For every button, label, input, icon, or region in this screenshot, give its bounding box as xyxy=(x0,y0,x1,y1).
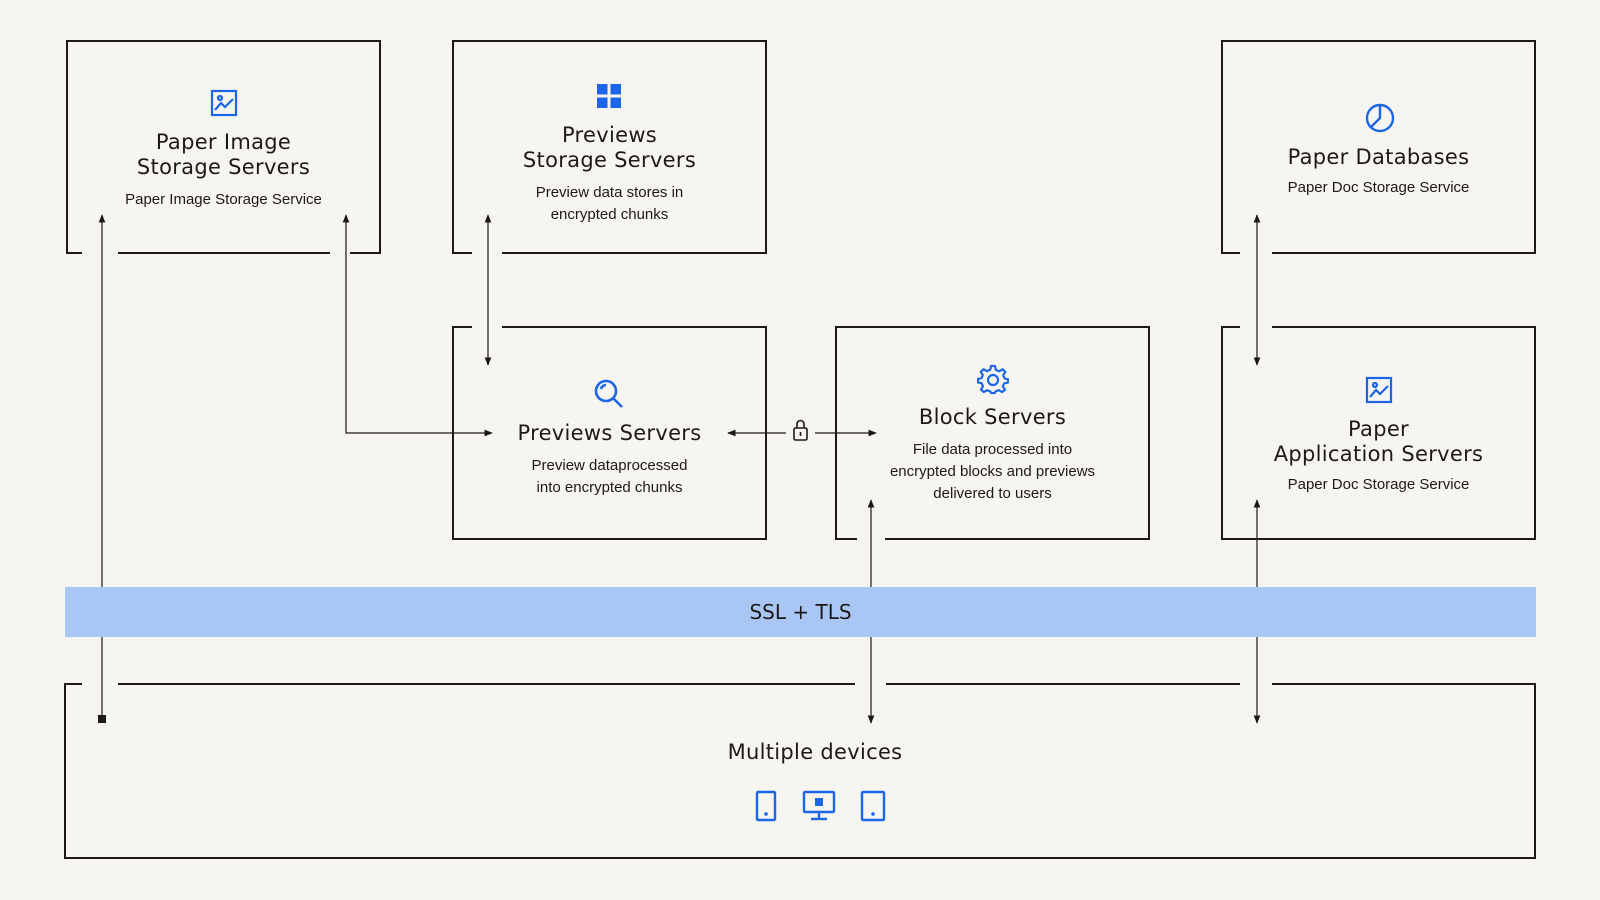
pie-chart-icon xyxy=(1365,103,1395,133)
magnifier-icon xyxy=(594,379,623,408)
previews-servers-title: Previews Servers xyxy=(517,421,702,445)
paper-databases-box xyxy=(1221,40,1536,254)
phone-icon xyxy=(755,790,777,822)
previews-storage-title: Previews Storage Servers xyxy=(522,123,697,172)
app-servers-box xyxy=(1221,326,1536,540)
image-storage-subtitle: Paper Image Storage Service xyxy=(125,191,322,208)
paper-databases-title: Paper Databases xyxy=(1287,145,1470,169)
image-icon xyxy=(210,89,238,117)
desktop-icon xyxy=(802,790,836,821)
image-icon xyxy=(1365,376,1393,404)
arrow-previews-to-image-storage xyxy=(342,214,493,437)
previews-storage-subtitle: Preview data stores in encrypted chunks xyxy=(535,184,684,223)
block-servers-box xyxy=(835,326,1150,540)
grid-icon xyxy=(597,84,621,108)
image-storage-title: Paper Image Storage Servers xyxy=(136,130,311,179)
previews-servers-subtitle: Preview dataprocessed into encrypted chu… xyxy=(531,457,688,496)
app-servers-title: Paper Application Servers xyxy=(1273,417,1484,466)
devices-box xyxy=(64,683,1536,859)
lock-icon xyxy=(793,419,808,441)
app-servers-subtitle: Paper Doc Storage Service xyxy=(1287,476,1470,493)
paper-databases-subtitle: Paper Doc Storage Service xyxy=(1287,179,1470,196)
ssl-tls-band: SSL + TLS xyxy=(65,587,1536,637)
arrow-origin-square xyxy=(98,715,106,723)
block-servers-title: Block Servers xyxy=(918,405,1067,429)
tablet-icon xyxy=(860,790,886,822)
block-servers-subtitle: File data processed into encrypted block… xyxy=(889,441,1096,502)
devices-title: Multiple devices xyxy=(727,740,903,764)
gear-icon xyxy=(977,364,1009,395)
ssl-tls-label: SSL + TLS xyxy=(749,600,852,624)
